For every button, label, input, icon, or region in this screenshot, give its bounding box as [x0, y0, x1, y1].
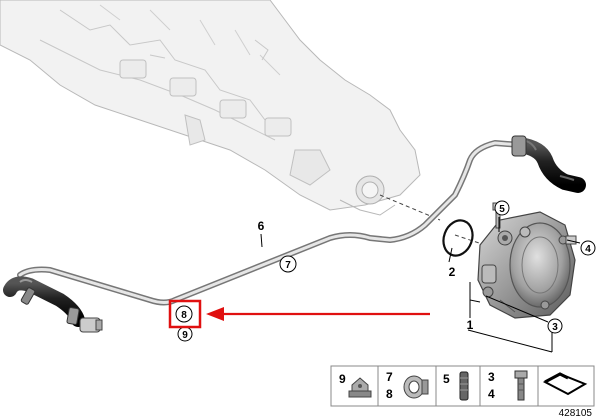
parts-legend: 9 7 8 5 [330, 365, 595, 407]
callout-6: 6 [258, 219, 265, 233]
legend-item-7-8: 7 8 [386, 370, 429, 401]
o-ring [442, 219, 474, 257]
legend-label-3: 3 [488, 370, 495, 384]
legend-symbol-icon [542, 372, 588, 396]
highlight-annotation [168, 299, 430, 329]
left-hose-connector [3, 276, 103, 333]
callouts: 6 7 5 4 2 1 3 8 9 [175, 200, 596, 342]
callout-9: 9 [182, 330, 188, 341]
legend-label-4: 4 [488, 387, 495, 401]
assembly-guide-lines [379, 194, 486, 246]
stud-icon [459, 371, 469, 401]
vacuum-pipe [17, 140, 523, 306]
legend-label-5: 5 [443, 372, 450, 386]
callout-4: 4 [585, 244, 591, 255]
callout-7: 7 [285, 260, 291, 271]
hose-clamp-icon [403, 375, 429, 399]
right-hose [511, 135, 586, 193]
legend-item-9: 9 [339, 372, 372, 398]
bolt-4 [565, 235, 577, 245]
bracket-icon [348, 377, 372, 398]
highlight-arrow-head [206, 307, 224, 321]
intake-manifold [0, 0, 421, 216]
leader-lines [260, 217, 581, 353]
hex-bolt-icon [514, 370, 528, 401]
callout-8: 8 [181, 310, 187, 321]
legend-item-3-4: 3 4 [488, 370, 528, 401]
callout-3: 3 [552, 322, 558, 333]
callout-5: 5 [499, 204, 505, 215]
highlight-box [168, 299, 202, 329]
callout-1: 1 [467, 318, 474, 332]
callout-2: 2 [449, 265, 456, 279]
legend-label-8: 8 [386, 387, 393, 401]
legend-label-9: 9 [339, 372, 346, 386]
diagram-number: 428105 [559, 408, 593, 419]
legend-label-7: 7 [386, 370, 393, 384]
vacuum-pump [477, 211, 576, 319]
legend-item-5: 5 [443, 371, 469, 401]
